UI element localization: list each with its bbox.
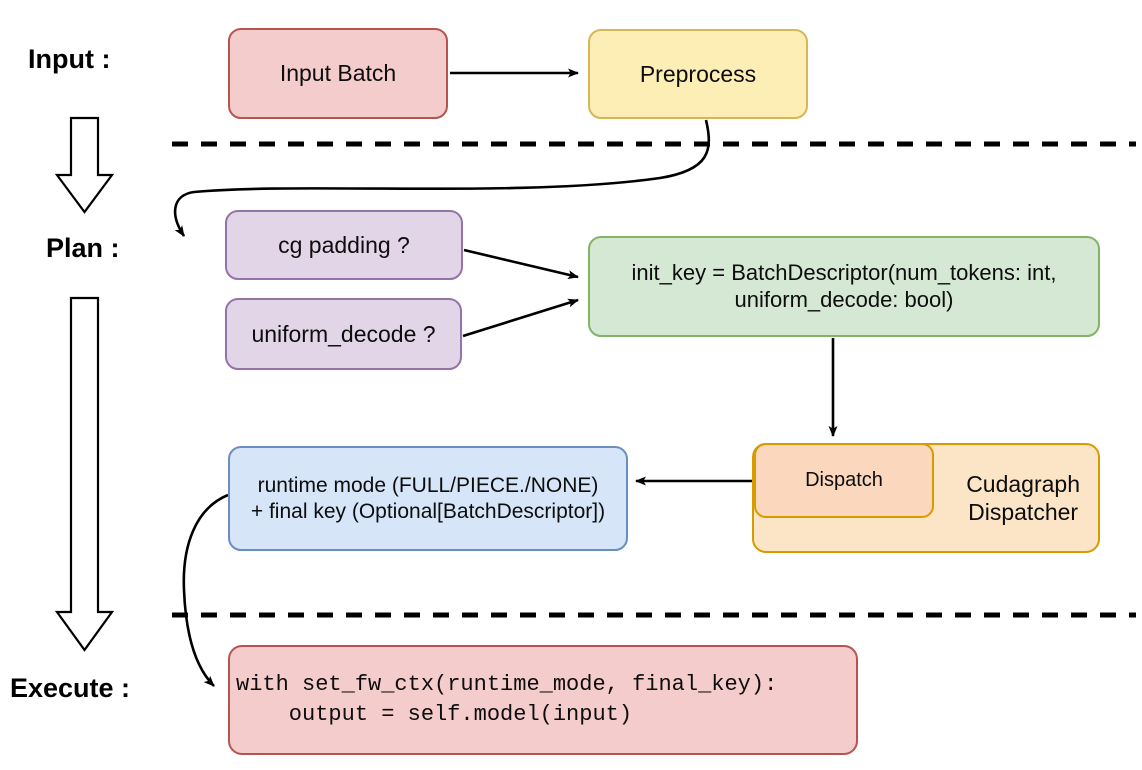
edge-runtime-mode-to-code xyxy=(182,493,229,687)
node-init-key-line2: uniform_decode: bool) xyxy=(734,286,954,312)
node-uniform-decode-label: uniform_decode ? xyxy=(251,320,436,347)
node-preprocess-label: Preprocess xyxy=(639,60,757,87)
node-cudagraph-dispatcher-line2: Dispatcher xyxy=(968,499,1079,525)
node-runtime-mode-line2: + final key (Optional[BatchDescriptor]) xyxy=(250,499,606,523)
node-runtime-mode[interactable]: runtime mode (FULL/PIECE./NONE) + final … xyxy=(228,446,628,551)
node-code-block[interactable]: with set_fw_ctx(runtime_mode, final_key)… xyxy=(228,645,858,755)
node-init-key-line1: init_key = BatchDescriptor(num_tokens: i… xyxy=(631,259,1057,285)
node-init-key[interactable]: init_key = BatchDescriptor(num_tokens: i… xyxy=(588,236,1100,337)
stage-label-input: Input : xyxy=(28,44,111,74)
plan-to-execute-flow-arrow xyxy=(54,296,115,652)
node-input-batch[interactable]: Input Batch xyxy=(228,28,448,119)
edge-uniform-decode-to-init-key xyxy=(462,298,579,338)
node-init-key-text: init_key = BatchDescriptor(num_tokens: i… xyxy=(632,260,1057,314)
node-input-batch-label: Input Batch xyxy=(279,60,397,87)
node-runtime-mode-text: runtime mode (FULL/PIECE./NONE) + final … xyxy=(251,473,605,524)
stage-label-execute: Execute : xyxy=(10,673,131,703)
input-to-plan-flow-arrow xyxy=(54,116,115,214)
node-dispatch[interactable]: Dispatch xyxy=(754,443,934,518)
node-cg-padding-label: cg padding ? xyxy=(278,231,410,258)
node-uniform-decode[interactable]: uniform_decode ? xyxy=(225,298,462,370)
node-code-block-text: with set_fw_ctx(runtime_mode, final_key)… xyxy=(236,672,778,727)
node-cudagraph-dispatcher-text: Cudagraph Dispatcher xyxy=(966,470,1080,526)
node-cudagraph-dispatcher-line1: Cudagraph xyxy=(966,470,1080,497)
node-dispatch-label: Dispatch xyxy=(805,469,883,492)
stage-label-plan: Plan : xyxy=(46,233,120,263)
node-cg-padding[interactable]: cg padding ? xyxy=(225,210,463,280)
edge-cg-padding-to-init-key xyxy=(463,248,579,280)
node-preprocess[interactable]: Preprocess xyxy=(588,29,808,119)
node-runtime-mode-line1: runtime mode (FULL/PIECE./NONE) xyxy=(257,473,599,497)
